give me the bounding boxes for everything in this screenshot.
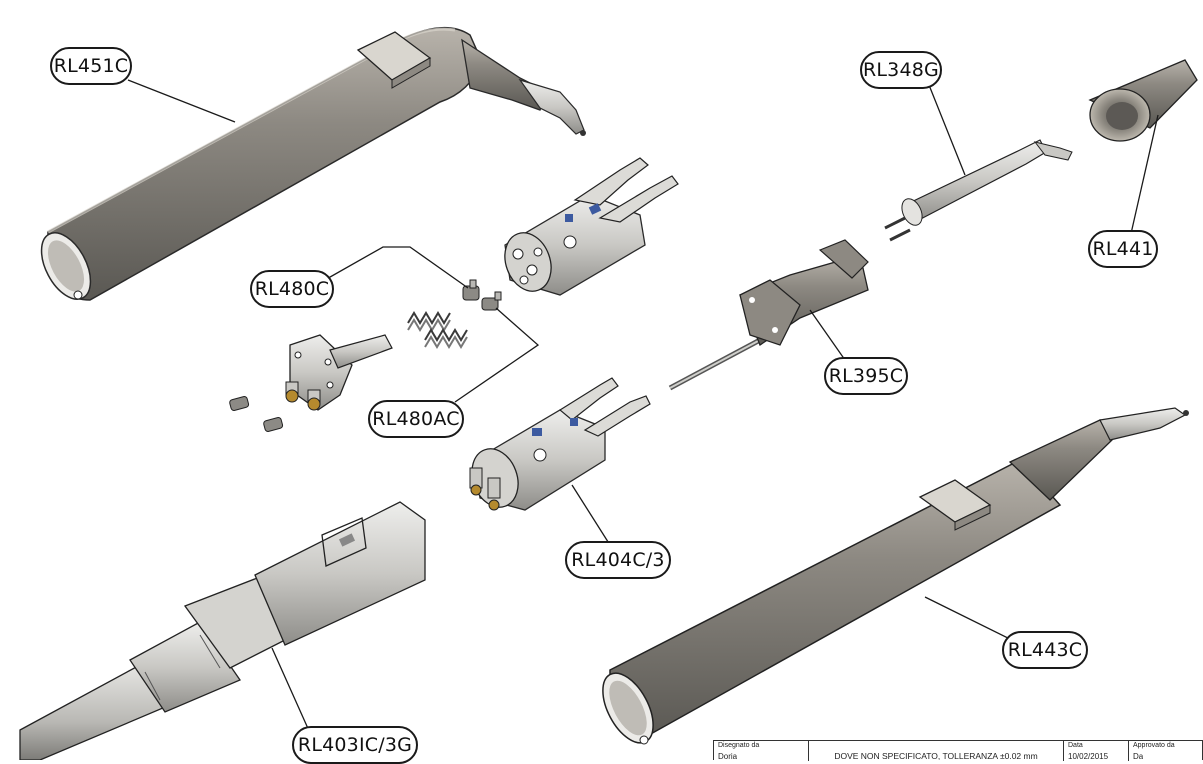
part-plug-flange	[285, 334, 393, 411]
callout-rl404c3: RL404C/3	[565, 541, 671, 579]
leader-lines	[127, 79, 1159, 734]
part-rl395c	[668, 239, 869, 391]
drawn-by-value: Doria	[718, 752, 738, 761]
title-block: Disegnato da Doria DOVE NON SPECIFICATO,…	[713, 740, 1203, 761]
callout-rl451c: RL451C	[50, 47, 132, 85]
callout-rl441: RL441	[1088, 230, 1158, 268]
callout-rl480ac: RL480AC	[368, 400, 464, 438]
part-springs	[407, 311, 468, 349]
part-rl348g	[884, 139, 1073, 242]
part-rl451c-handpiece	[40, 26, 586, 301]
callout-rl403ic3g: RL403IC/3G	[292, 726, 418, 764]
approved-label: Approvato da	[1133, 742, 1175, 749]
part-rl441-cone	[1088, 59, 1198, 142]
tolerance-note: DOVE NON SPECIFICATO, TOLLERANZA ±0.02 m…	[834, 751, 1038, 761]
part-rl443c-handpiece	[602, 407, 1189, 745]
title-block-date: Data 10/02/2015	[1064, 741, 1129, 761]
part-rl403ic3g-connector	[19, 501, 426, 760]
drawn-by-label: Disegnato da	[718, 742, 760, 749]
part-rl480c-pins	[462, 279, 502, 311]
callout-rl348g: RL348G	[860, 51, 942, 89]
part-screws	[229, 396, 284, 432]
title-block-drawn-by: Disegnato da Doria	[714, 741, 809, 761]
date-label: Data	[1068, 742, 1083, 749]
callout-rl395c: RL395C	[824, 357, 908, 395]
callout-rl480c: RL480C	[250, 270, 334, 308]
approved-value: Da	[1133, 752, 1144, 761]
part-rl404c3-lower	[469, 377, 651, 511]
title-block-note: DOVE NON SPECIFICATO, TOLLERANZA ±0.02 m…	[809, 741, 1064, 761]
part-rl404c3-upper	[504, 157, 679, 296]
date-value: 10/02/2015	[1068, 752, 1109, 761]
callout-rl443c: RL443C	[1002, 631, 1088, 669]
title-block-approved: Approvato da Da	[1129, 741, 1203, 761]
